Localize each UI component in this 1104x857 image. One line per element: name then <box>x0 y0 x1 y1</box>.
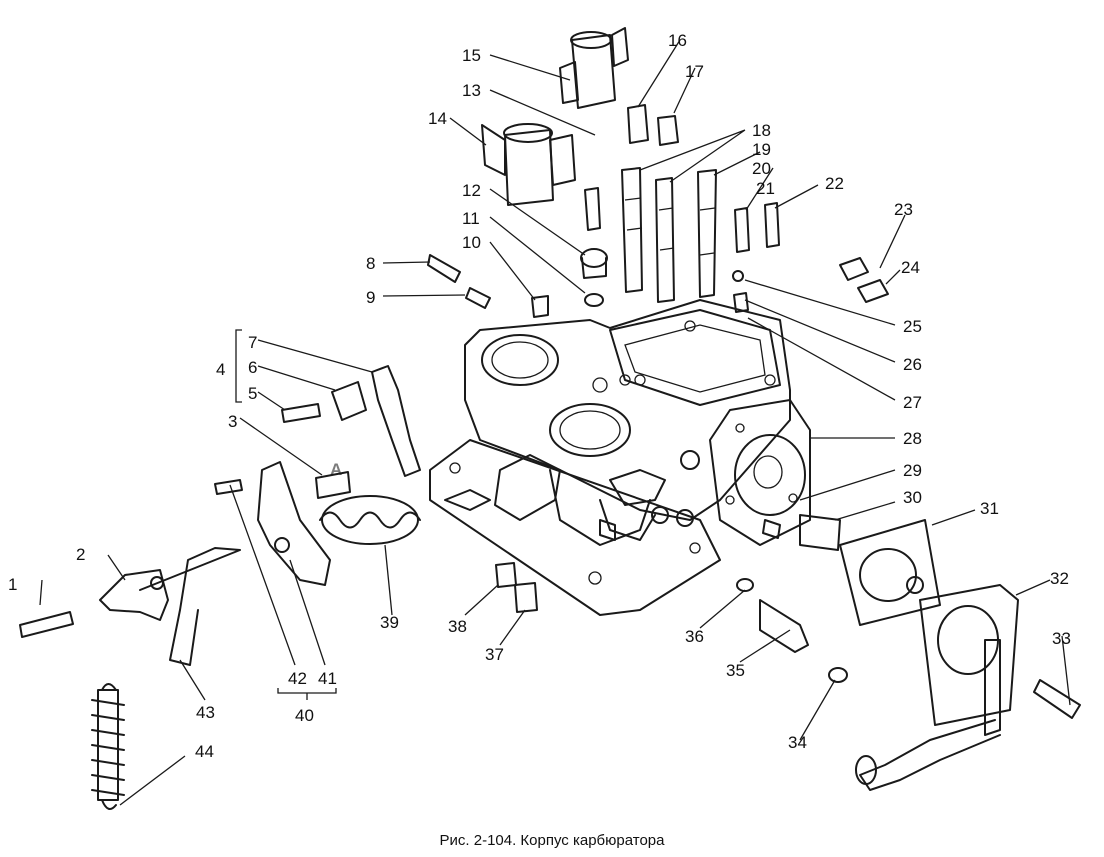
callout-31: 31 <box>980 499 999 518</box>
callout-32: 32 <box>1050 569 1069 588</box>
callout-21: 21 <box>756 179 775 198</box>
callout-12: 12 <box>462 181 481 200</box>
callout-37: 37 <box>485 645 504 664</box>
callout-39: 39 <box>380 613 399 632</box>
group-brackets <box>235 329 337 700</box>
callout-22: 22 <box>825 174 844 193</box>
callout-40: 40 <box>295 706 314 725</box>
callout-42: 42 <box>288 669 307 688</box>
callout-38: 38 <box>448 617 467 636</box>
watermark: A <box>330 460 342 479</box>
upper-parts <box>427 27 889 318</box>
callout-2: 2 <box>76 545 85 564</box>
callout-27: 27 <box>903 393 922 412</box>
callout-10: 10 <box>462 233 481 252</box>
callout-24: 24 <box>901 258 920 277</box>
callout-35: 35 <box>726 661 745 680</box>
callout-30: 30 <box>903 488 922 507</box>
callout-26: 26 <box>903 355 922 374</box>
callout-36: 36 <box>685 627 704 646</box>
callout-18: 18 <box>752 121 771 140</box>
callout-1: 1 <box>8 575 17 594</box>
figure-caption: Рис. 2-104. Корпус карбюратора <box>439 832 665 849</box>
callout-28: 28 <box>903 429 922 448</box>
callout-29: 29 <box>903 461 922 480</box>
right-parts <box>495 514 1081 791</box>
callout-25: 25 <box>903 317 922 336</box>
callout-34: 34 <box>788 733 807 752</box>
callout-44: 44 <box>195 742 214 761</box>
callout-6: 6 <box>248 358 257 377</box>
callout-15: 15 <box>462 46 481 65</box>
callout-43: 43 <box>196 703 215 722</box>
callout-19: 19 <box>752 140 771 159</box>
carburetor-body <box>429 299 811 616</box>
callout-4: 4 <box>216 360 225 379</box>
callout-17: 17 <box>685 62 704 81</box>
callout-labels: 1 2 3 4 5 6 7 8 9 10 11 12 13 14 15 16 1… <box>8 31 1071 761</box>
callout-23: 23 <box>894 200 913 219</box>
callout-5: 5 <box>248 384 257 403</box>
callout-16: 16 <box>668 31 687 50</box>
callout-14: 14 <box>428 109 447 128</box>
leader-lines <box>39 39 1071 806</box>
callout-20: 20 <box>752 159 771 178</box>
callout-41: 41 <box>318 669 337 688</box>
left-parts <box>19 365 421 810</box>
callout-9: 9 <box>366 288 375 307</box>
callout-3: 3 <box>228 412 237 431</box>
callout-7: 7 <box>248 333 257 352</box>
callout-13: 13 <box>462 81 481 100</box>
callout-8: 8 <box>366 254 375 273</box>
callout-11: 11 <box>462 209 480 228</box>
callout-33: 33 <box>1052 629 1071 648</box>
